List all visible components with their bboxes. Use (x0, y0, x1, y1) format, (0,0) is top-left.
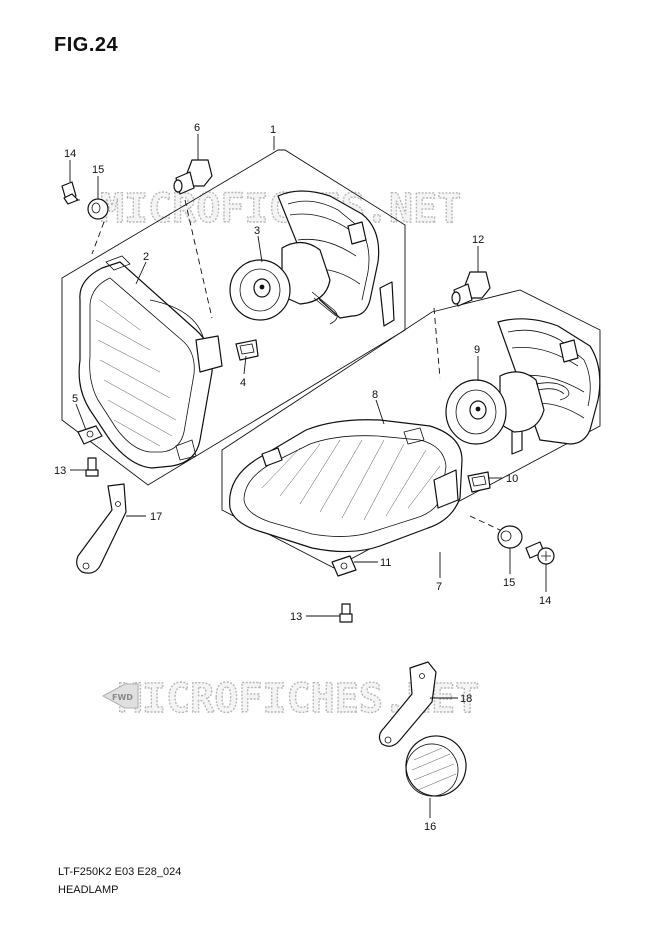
grommet-15-left (87, 198, 109, 220)
callout-10: 10 (506, 473, 518, 485)
leader-15-dash (91, 221, 105, 255)
leader-12-dash (433, 307, 441, 379)
callout-3: 3 (254, 225, 260, 237)
fwd-arrow-icon: FWD (101, 683, 139, 709)
fwd-badge-text: FWD (112, 693, 133, 702)
bulb-12 (451, 271, 491, 307)
clip-11 (331, 555, 357, 577)
callout-2: 2 (143, 251, 149, 263)
bolt-13-left (85, 457, 99, 477)
leader-6-dash (184, 199, 213, 319)
callout-13-left: 13 (54, 465, 66, 477)
right-bulb-socket (445, 318, 601, 455)
callout-7: 7 (436, 581, 442, 593)
clip-4 (235, 339, 259, 361)
svg-text:MICROFICHES.NET: MICROFICHES.NET (100, 186, 461, 232)
bulb-6 (173, 159, 213, 195)
bracket-18 (378, 661, 437, 747)
svg-text:MICROFICHES.NET: MICROFICHES.NET (100, 186, 461, 232)
callout-9: 9 (474, 344, 480, 356)
callout-1: 1 (270, 124, 276, 136)
callout-15-left: 15 (92, 164, 104, 176)
figure-code: LT-F250K2 E03 E28_024 (58, 866, 182, 878)
callout-labels: 1 6 14 15 2 3 4 5 13 17 12 9 8 10 11 7 1… (54, 122, 551, 833)
callout-4: 4 (240, 377, 246, 389)
watermark-top: MICROFICHES.NET MICROFICHES.NET (99, 185, 462, 232)
callout-8: 8 (372, 389, 378, 401)
reflector-16 (405, 735, 467, 797)
callout-5: 5 (72, 393, 78, 405)
leader-lines (69, 134, 547, 818)
clip-10 (467, 471, 491, 493)
right-lamp-housing (229, 419, 463, 553)
bolt-13-bottom (339, 603, 353, 623)
left-assembly-outline (61, 149, 406, 486)
left-bulb-socket (229, 190, 395, 327)
clip-5 (77, 425, 103, 445)
left-lamp-housing (78, 255, 223, 469)
bolt-14-right (525, 541, 555, 565)
grommet-15-right (497, 525, 523, 549)
right-assembly-outline (221, 289, 601, 569)
callout-13-bottom: 13 (290, 611, 302, 623)
callout-12: 12 (472, 234, 484, 246)
callout-16: 16 (424, 821, 436, 833)
callout-14-left: 14 (64, 148, 76, 160)
leader-15b-dash (469, 515, 501, 531)
bolt-14-left (61, 181, 80, 205)
figure-name: HEADLAMP (58, 884, 119, 896)
bracket-17 (76, 483, 127, 574)
callout-15-right: 15 (503, 577, 515, 589)
callout-11: 11 (380, 557, 391, 569)
callout-14-right: 14 (539, 595, 551, 607)
callout-18: 18 (460, 693, 472, 705)
callout-6: 6 (194, 122, 200, 134)
callout-17: 17 (150, 511, 162, 523)
figure-title: FIG.24 (54, 34, 119, 56)
